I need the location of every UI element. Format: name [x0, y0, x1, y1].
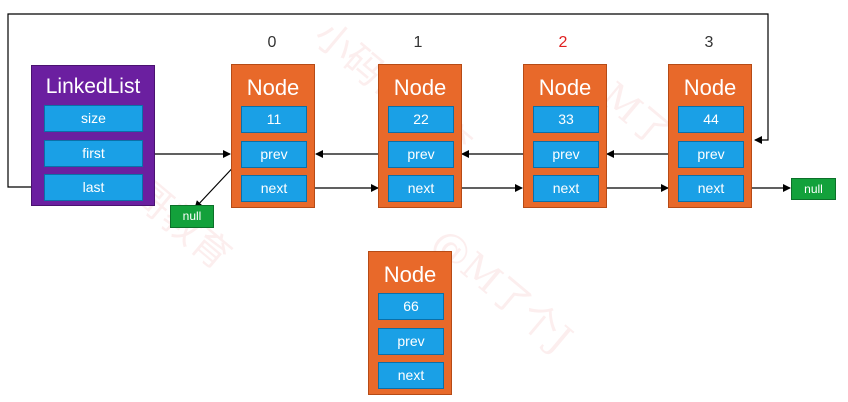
null-box-left: null [170, 205, 214, 228]
linked-list-title: LinkedList [45, 75, 141, 98]
prev-field: prev [678, 141, 744, 168]
index-label-2: 2 [558, 34, 568, 51]
last-field: last [44, 174, 143, 201]
prev-field: prev [241, 141, 307, 168]
node-value-field: 33 [533, 106, 599, 133]
index-label-3: 3 [704, 34, 714, 51]
node-value-field: 11 [241, 106, 307, 133]
first-field: first [44, 140, 143, 167]
node-title: Node [538, 75, 592, 100]
node-1: Node 22 prev next [378, 64, 462, 208]
node-value-field: 22 [388, 106, 454, 133]
null-box-right: null [791, 178, 836, 200]
next-field: next [378, 362, 444, 389]
node-title: Node [683, 75, 737, 100]
new-node: Node 66 prev next [368, 251, 452, 395]
node-title: Node [393, 75, 447, 100]
node-title: Node [383, 262, 437, 287]
prev-field: prev [388, 141, 454, 168]
prev-field: prev [378, 328, 444, 355]
index-label-0: 0 [267, 34, 277, 51]
next-field: next [241, 175, 307, 202]
linked-list-box: LinkedList size first last [31, 65, 155, 206]
size-field: size [44, 105, 143, 132]
node-value-field: 44 [678, 106, 744, 133]
prev-field: prev [533, 141, 599, 168]
next-field: next [533, 175, 599, 202]
node-3: Node 44 prev next [668, 64, 752, 208]
index-label-1: 1 [413, 34, 423, 51]
node-value-field: 66 [378, 293, 444, 320]
next-field: next [388, 175, 454, 202]
node-2: Node 33 prev next [523, 64, 607, 208]
node-title: Node [246, 75, 300, 100]
node-0: Node 11 prev next [231, 64, 315, 208]
last-pointer-arrow [7, 13, 769, 188]
next-field: next [678, 175, 744, 202]
